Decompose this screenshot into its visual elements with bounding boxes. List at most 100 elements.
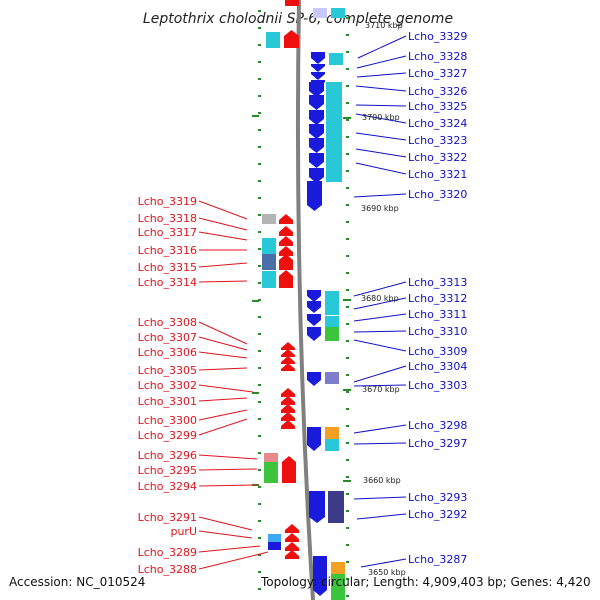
- cog-box: [331, 562, 345, 574]
- leader-line-left: [198, 351, 248, 359]
- gene-label-right: Lcho_3309: [408, 345, 467, 358]
- tick-mark: [258, 129, 261, 131]
- tick-mark: [258, 384, 261, 386]
- gene-label-left: Lcho_3288: [138, 563, 197, 576]
- cds-minus-arrow: [309, 124, 324, 139]
- cog-box: [268, 534, 281, 542]
- leader-line-left: [198, 397, 248, 402]
- kbp-position-label: 3690 kbp: [361, 204, 399, 213]
- gene-label-right: Lcho_3323: [408, 134, 467, 147]
- tick-mark: [346, 238, 349, 240]
- genome-backbone: [295, 0, 315, 600]
- leader-line-left: [198, 262, 248, 268]
- leader-line-left: [198, 454, 258, 460]
- leader-line-right: [355, 104, 407, 107]
- leader-line-left: [198, 200, 248, 220]
- tick-mark: [258, 163, 261, 165]
- gene-label-left: Lcho_3306: [138, 346, 197, 359]
- leader-line-right: [355, 85, 407, 92]
- cds-minus-arrow: [309, 110, 324, 125]
- tick-mark: [346, 323, 349, 325]
- gene-label-right: Lcho_3322: [408, 151, 467, 164]
- accession-text: Accession: NC_010524: [9, 575, 145, 589]
- tick-mark: [346, 85, 349, 87]
- gene-label-right: Lcho_3311: [408, 308, 467, 321]
- gene-label-left: Lcho_3315: [138, 261, 197, 274]
- tick-mark: [346, 289, 349, 291]
- leader-line-right: [353, 330, 407, 333]
- tick-mark-major: [252, 392, 259, 394]
- tick-mark-major: [343, 299, 351, 301]
- tick-mark: [346, 391, 349, 393]
- cog-box: [262, 271, 276, 288]
- cds-minus-arrow: [309, 491, 325, 523]
- tick-mark: [346, 136, 349, 138]
- tick-mark: [258, 95, 261, 97]
- leader-line-left: [198, 384, 254, 393]
- tick-mark: [258, 520, 261, 522]
- tick-mark: [258, 197, 261, 199]
- tick-mark: [346, 170, 349, 172]
- tick-mark: [258, 571, 261, 573]
- cds-minus-arrow: [307, 290, 321, 302]
- tick-mark: [258, 435, 261, 437]
- tick-mark: [258, 469, 261, 471]
- cds-plus-arrow: [279, 254, 293, 270]
- tick-mark: [258, 452, 261, 454]
- gene-label-left: Lcho_3300: [138, 414, 197, 427]
- leader-line-right: [353, 424, 407, 434]
- tick-mark: [258, 367, 261, 369]
- cog-box: [325, 327, 339, 341]
- cog-box: [325, 427, 339, 439]
- gene-label-left: Lcho_3302: [138, 379, 197, 392]
- tick-mark: [346, 510, 349, 512]
- tick-mark: [258, 418, 261, 420]
- cog-box: [268, 542, 281, 550]
- cds-plus-arrow: [285, 542, 299, 551]
- cds-plus-arrow: [281, 349, 295, 357]
- cds-plus-arrow: [279, 226, 293, 236]
- gene-label-left: purU: [170, 525, 197, 538]
- cds-plus-arrow: [285, 0, 299, 6]
- leader-line-left: [198, 516, 253, 531]
- leader-line-right: [356, 72, 407, 78]
- tick-mark-major: [343, 389, 351, 391]
- gene-label-left: Lcho_3319: [138, 195, 197, 208]
- leader-line-right: [356, 55, 407, 69]
- cds-minus-arrow: [309, 82, 324, 97]
- leader-line-right: [357, 35, 407, 59]
- tick-mark-major: [252, 300, 259, 302]
- gene-label-right: Lcho_3297: [408, 437, 467, 450]
- tick-mark: [258, 554, 261, 556]
- tick-mark: [346, 374, 349, 376]
- cds-minus-arrow: [307, 327, 321, 341]
- tick-mark: [258, 486, 261, 488]
- cog-box: [262, 214, 276, 224]
- leader-line-right: [353, 496, 407, 500]
- cds-minus-arrow: [307, 372, 321, 386]
- cds-minus-arrow: [311, 52, 325, 64]
- cog-box: [313, 8, 327, 18]
- cds-plus-arrow: [281, 420, 295, 429]
- tick-mark: [258, 350, 261, 352]
- tick-mark: [346, 408, 349, 410]
- leader-line-right: [353, 313, 407, 322]
- cds-minus-arrow: [309, 153, 324, 168]
- tick-mark: [258, 214, 261, 216]
- cds-plus-arrow: [281, 363, 295, 371]
- tick-mark: [346, 119, 349, 121]
- leader-line-right: [353, 384, 407, 387]
- tick-mark: [346, 425, 349, 427]
- tick-mark: [258, 333, 261, 335]
- leader-line-left: [198, 545, 261, 553]
- leader-line-right: [353, 442, 407, 445]
- cog-box: [266, 32, 280, 48]
- leader-line-right: [355, 132, 407, 141]
- leader-line-left: [198, 367, 248, 371]
- gene-label-right: Lcho_3298: [408, 419, 467, 432]
- leader-line-right: [353, 297, 407, 310]
- cog-box: [325, 439, 339, 451]
- tick-mark: [346, 561, 349, 563]
- cds-plus-arrow: [284, 30, 299, 48]
